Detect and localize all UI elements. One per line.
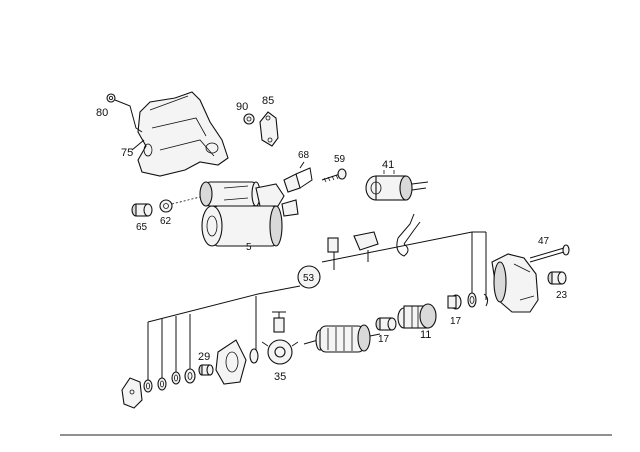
callout-59: 59 <box>334 154 346 165</box>
callout-62: 62 <box>160 216 172 227</box>
mounting-bracket-part <box>137 91 229 177</box>
callout-23: 23 <box>556 290 568 301</box>
bushing-65-part <box>131 203 153 217</box>
callout-41: 41 <box>382 159 394 171</box>
callout-80: 80 <box>96 107 108 119</box>
brush-holder-clip-part <box>327 231 379 253</box>
callout-53-circle <box>297 265 321 289</box>
callout-75: 75 <box>121 147 133 159</box>
bushing-23-part <box>547 271 567 285</box>
bushing-62-part <box>159 199 173 213</box>
armature-part <box>303 324 381 353</box>
callout-35: 35 <box>274 371 286 383</box>
callout-17a: 17 <box>378 334 390 345</box>
nut-90-part <box>243 113 255 125</box>
bolt-59-part <box>321 168 347 183</box>
callout-85: 85 <box>262 95 274 107</box>
callout-11: 11 <box>420 329 431 341</box>
cover-plate-part <box>121 377 143 409</box>
solenoid-41-part <box>365 170 429 201</box>
bolt-47-part <box>529 244 570 263</box>
starter-motor-assembly-part <box>199 181 299 247</box>
brush-holder-35-part <box>261 311 299 365</box>
callout-17b: 17 <box>450 316 462 327</box>
kit-53-grouping-lines <box>147 231 487 384</box>
commutator-end-frame-part <box>215 339 259 385</box>
callout-29: 29 <box>198 351 210 363</box>
dashed-guide <box>171 195 205 205</box>
nut-80-part <box>106 93 143 133</box>
callout-47: 47 <box>538 236 550 247</box>
callout-68: 68 <box>298 150 310 161</box>
callout-90: 90 <box>236 101 248 113</box>
washer-set-left <box>143 368 196 393</box>
plate-85-part <box>259 111 279 147</box>
drive-end-housing-part <box>491 253 539 313</box>
leader-75 <box>131 139 145 151</box>
bushing-29-part <box>198 364 214 376</box>
callout-65: 65 <box>136 222 148 233</box>
pinion-gear-11-part <box>397 303 437 329</box>
bracket-68-part <box>283 161 313 193</box>
callout-53: 53 <box>303 273 315 284</box>
spring-clip-part <box>396 213 421 257</box>
bushing-17-part <box>375 317 397 331</box>
callout-5: 5 <box>246 242 252 253</box>
washer-set-right <box>447 292 489 310</box>
